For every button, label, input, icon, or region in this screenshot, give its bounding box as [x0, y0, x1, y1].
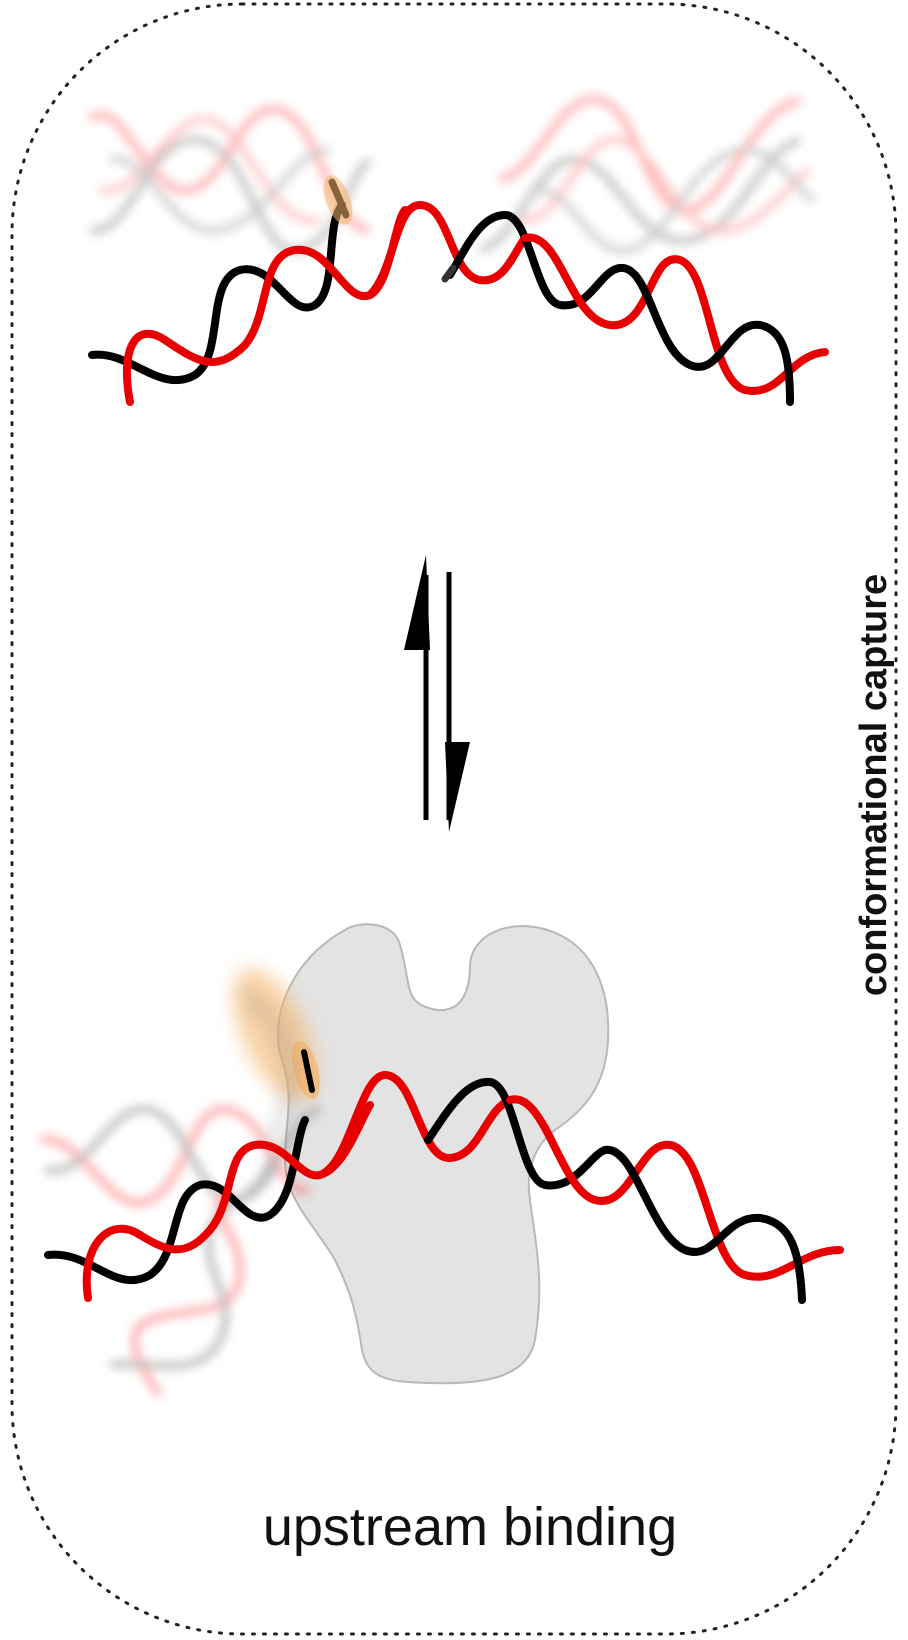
- top-strand-red-left: [127, 210, 405, 402]
- side-label: conformational capture: [853, 574, 895, 996]
- top-strand-black-apex: [450, 215, 620, 305]
- equilibrium-arrows-icon: [404, 555, 470, 832]
- top-strand-red-right: [525, 237, 825, 390]
- caption: upstream binding: [263, 1497, 677, 1557]
- top-dna-ghosts: [90, 99, 815, 251]
- top-strand-black-right: [620, 268, 790, 402]
